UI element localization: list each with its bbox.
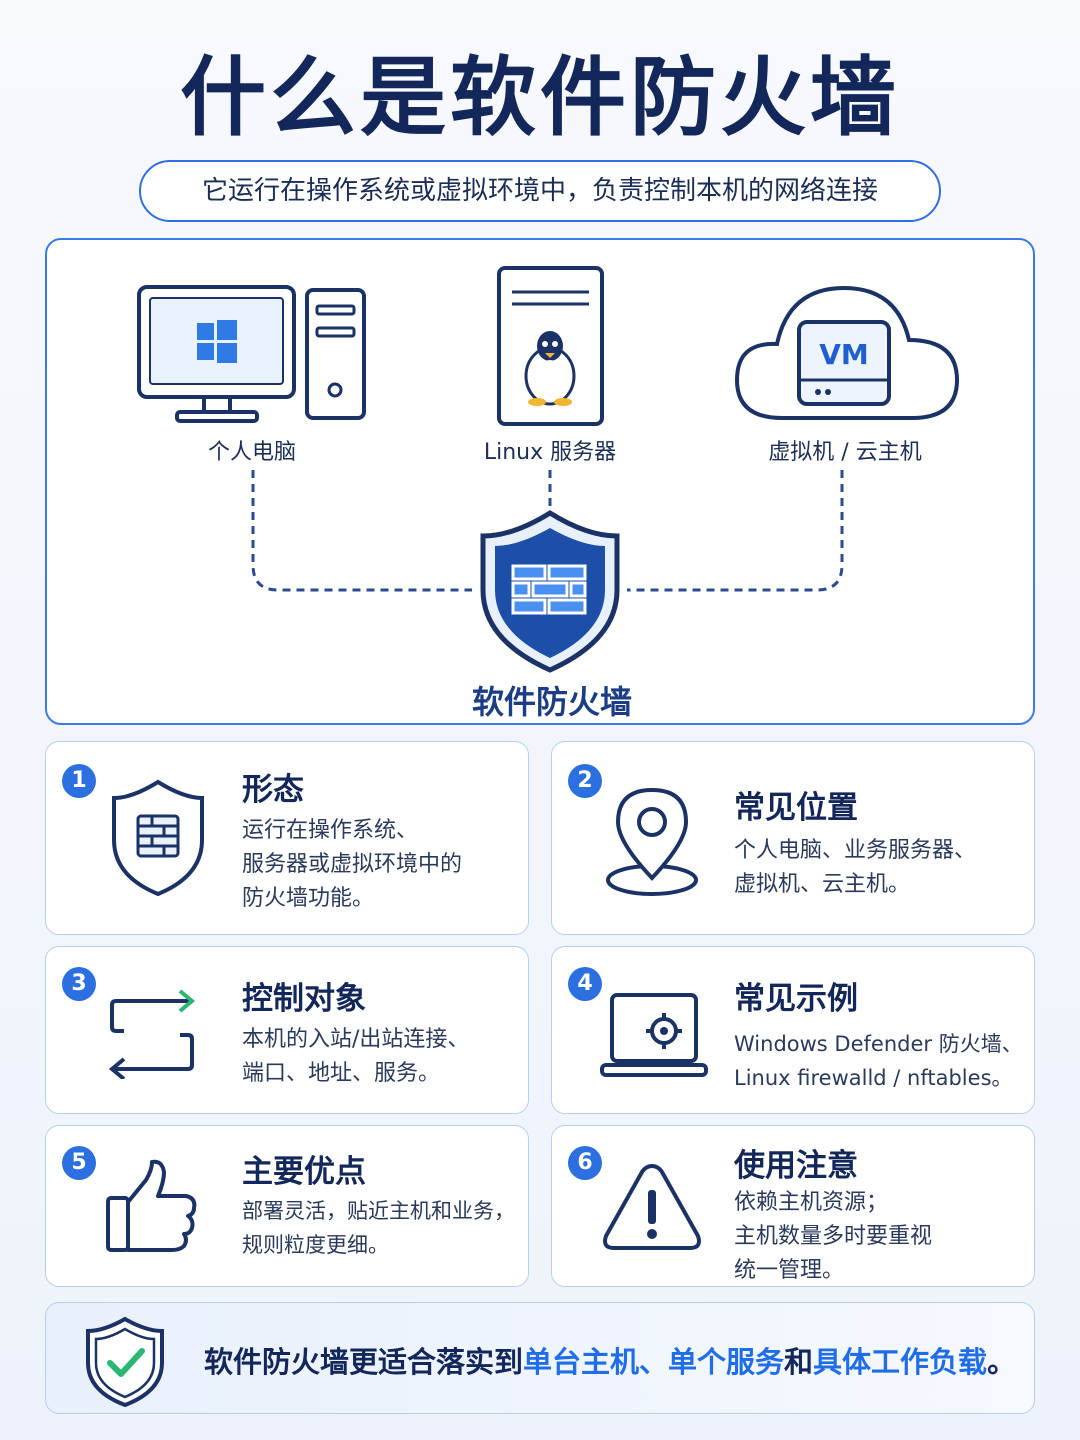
card-title: 常见示例	[734, 981, 858, 1017]
badge-6: 6	[568, 1146, 602, 1180]
card-form: 1 形态 运行在操作系统、 服务器或虚拟环境中的 防火墙功能。	[45, 741, 529, 935]
page-title: 什么是软件防火墙	[180, 48, 900, 148]
card-line: 虚拟机、云主机。	[734, 872, 911, 897]
card-title: 常见位置	[734, 790, 858, 826]
card-line: 服务器或虚拟环境中的	[242, 852, 463, 877]
summary-part3: 。	[987, 1345, 1017, 1379]
badge-5: 5	[62, 1146, 96, 1180]
card-title: 使用注意	[734, 1148, 858, 1184]
firewall-diagram: VM 个人电脑 Linux 服务器 虚拟机 / 云主机 软件防火墙	[45, 238, 1035, 725]
pc-icon	[137, 285, 366, 423]
laptop-gear-icon	[600, 993, 708, 1077]
card-line: 个人电脑、业务服务器、	[734, 838, 977, 863]
summary-text: 软件防火墙更适合落实到单台主机、单个服务和具体工作负载。	[204, 1339, 1016, 1381]
connector-pc	[251, 470, 472, 592]
shield-firewall-icon	[112, 779, 204, 897]
shield-check-icon	[86, 1316, 164, 1407]
diagram-graphics	[137, 266, 960, 673]
card-line: Windows Defender 防火墙、	[734, 1032, 1023, 1056]
card-line: 规则粒度更细。	[242, 1233, 389, 1257]
card-body: Windows Defender 防火墙、 Linux firewalld / …	[734, 1027, 1023, 1095]
card-title: 形态	[242, 772, 304, 808]
card-cautions: 6 使用注意 依赖主机资源； 主机数量多时要重视 统一管理。	[551, 1125, 1035, 1287]
connector-vm	[627, 470, 844, 592]
location-pin-icon	[606, 787, 698, 896]
card-body: 部署灵活，贴近主机和业务， 规则粒度更细。	[242, 1194, 515, 1262]
card-line: 防火墙功能。	[242, 886, 375, 911]
card-location: 2 常见位置 个人电脑、业务服务器、 虚拟机、云主机。	[551, 741, 1035, 935]
card-line: 部署灵活，贴近主机和业务，	[242, 1199, 515, 1223]
vm-badge: VM	[819, 338, 869, 371]
card-line: 主机数量多时要重视	[734, 1224, 933, 1249]
summary-part2: 和	[784, 1345, 814, 1379]
card-body: 运行在操作系统、 服务器或虚拟环境中的 防火墙功能。	[242, 814, 462, 916]
firewall-label: 软件防火墙	[471, 683, 632, 721]
card-body: 依赖主机资源； 主机数量多时要重视 统一管理。	[734, 1186, 932, 1288]
card-examples: 4 常见示例 Windows Defender 防火墙、 Linux firew…	[551, 946, 1035, 1114]
card-line: 依赖主机资源；	[734, 1190, 889, 1215]
linux-server-icon	[497, 266, 604, 426]
node-label-vm: 虚拟机 / 云主机	[768, 440, 922, 465]
card-line: Linux firewalld / nftables。	[734, 1066, 1013, 1090]
cloud-vm-icon	[734, 285, 960, 420]
summary-highlight-2: 具体工作负载	[813, 1345, 988, 1379]
thumbs-up-icon	[106, 1159, 197, 1252]
badge-2: 2	[568, 764, 602, 798]
card-line: 端口、地址、服务。	[242, 1061, 441, 1086]
badge-4: 4	[568, 967, 602, 1001]
node-label-linux: Linux 服务器	[483, 440, 617, 465]
summary-highlight-1: 单台主机、单个服务	[523, 1345, 785, 1379]
node-label-pc: 个人电脑	[207, 440, 296, 465]
summary-part1: 软件防火墙更适合落实到	[204, 1345, 524, 1379]
card-line: 运行在操作系统、	[242, 818, 419, 843]
card-line: 本机的入站/出站连接、	[242, 1027, 470, 1052]
card-advantages: 5 主要优点 部署灵活，贴近主机和业务， 规则粒度更细。	[45, 1125, 529, 1287]
badge-1: 1	[62, 764, 96, 798]
arrows-exchange-icon	[108, 989, 196, 1079]
warning-icon	[603, 1164, 701, 1250]
card-title: 主要优点	[242, 1154, 366, 1190]
card-body: 本机的入站/出站连接、 端口、地址、服务。	[242, 1023, 469, 1091]
summary-bar: 软件防火墙更适合落实到单台主机、单个服务和具体工作负载。	[45, 1302, 1035, 1414]
card-control-target: 3 控制对象 本机的入站/出站连接、 端口、地址、服务。	[45, 946, 529, 1114]
card-line: 统一管理。	[734, 1258, 845, 1283]
firewall-shield-icon	[480, 510, 620, 673]
badge-3: 3	[62, 967, 96, 1001]
subtitle-pill: 它运行在操作系统或虚拟环境中，负责控制本机的网络连接	[139, 160, 941, 222]
card-body: 个人电脑、业务服务器、 虚拟机、云主机。	[734, 834, 976, 902]
card-title: 控制对象	[242, 981, 366, 1017]
